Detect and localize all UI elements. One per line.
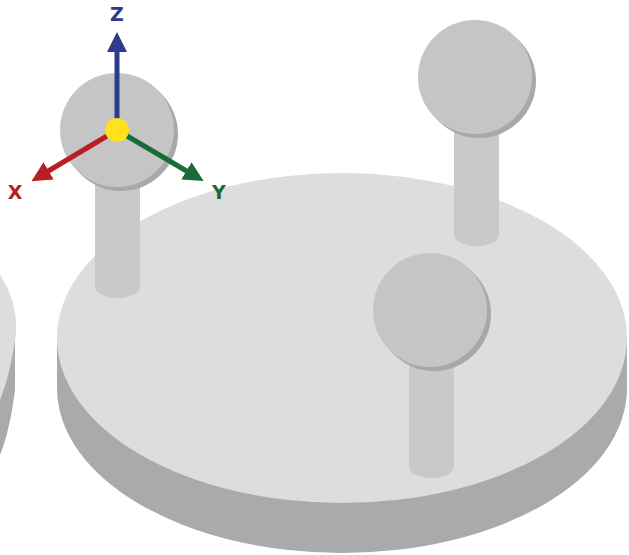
axis-label: Z	[110, 5, 124, 24]
ball-post	[418, 20, 536, 246]
axis-triad	[40, 42, 195, 176]
axis-label: X	[8, 183, 23, 202]
neighbour-disc	[0, 275, 16, 455]
ball-post	[373, 253, 491, 478]
base-disc	[57, 173, 627, 553]
axis-label: Y	[212, 183, 226, 202]
